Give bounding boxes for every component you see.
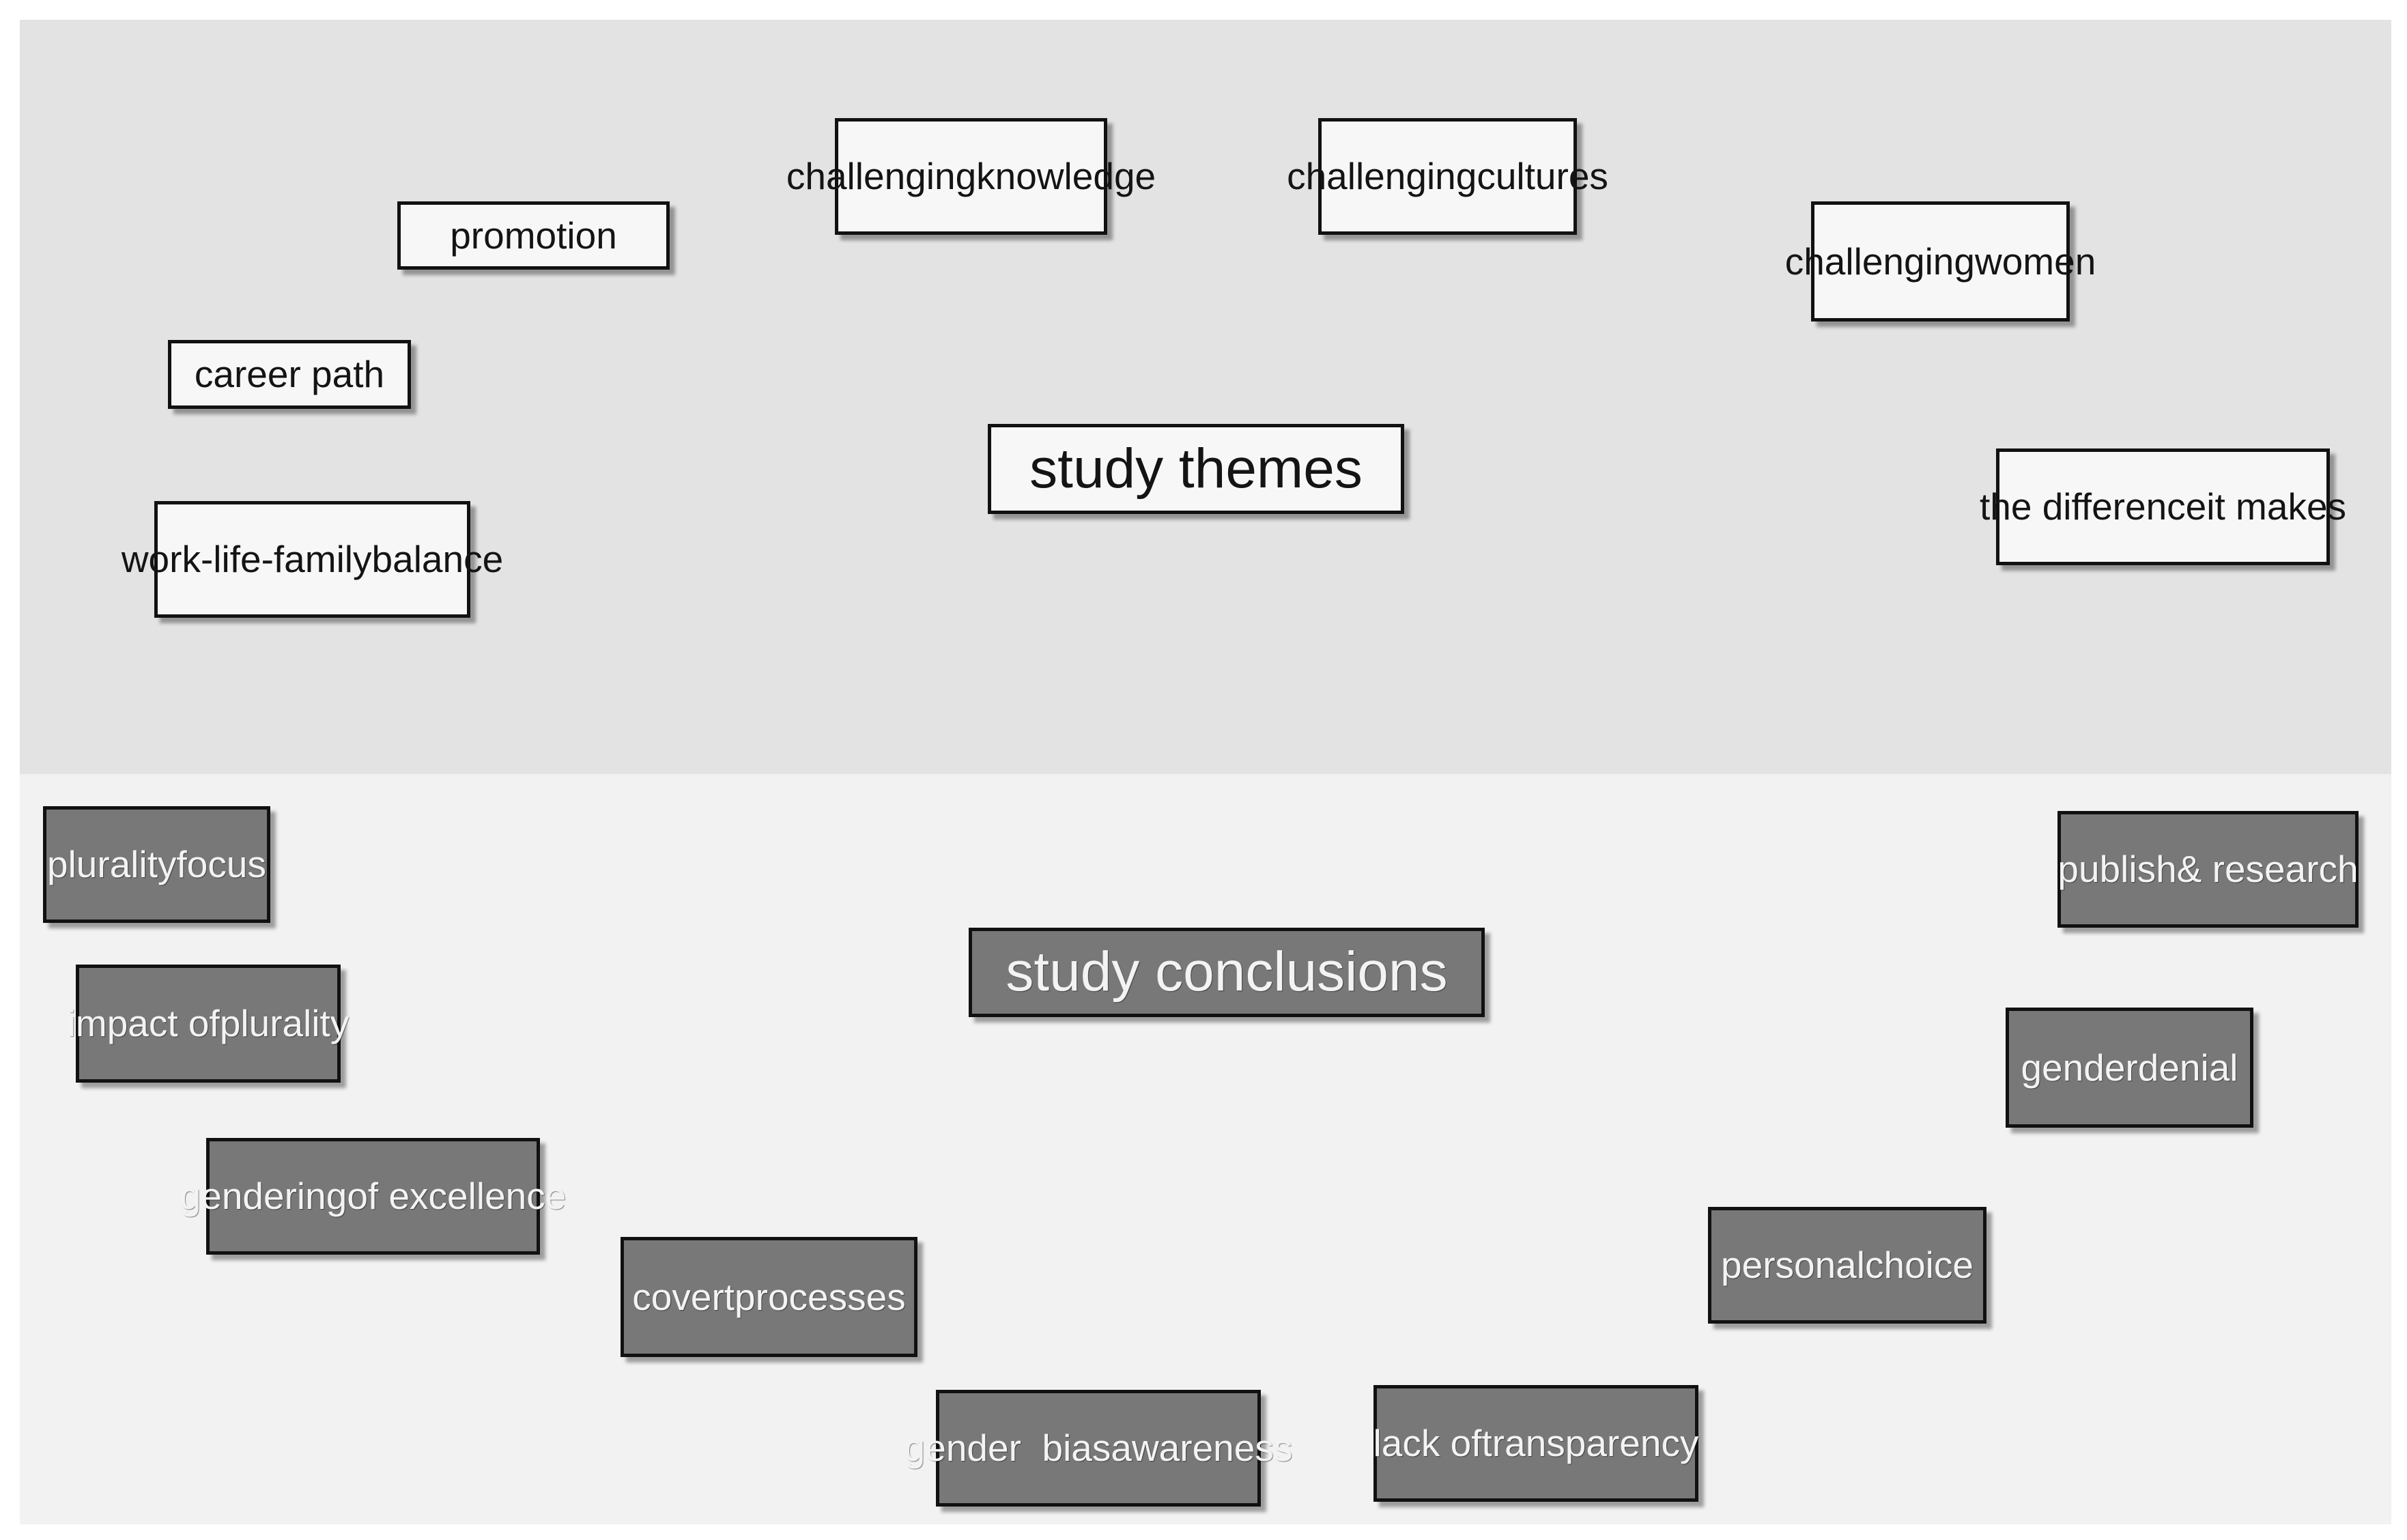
theme-label-line: the difference <box>1979 485 2207 528</box>
conclusion-label-line: covert <box>632 1275 735 1318</box>
theme-label-line: cultures <box>1477 155 1608 198</box>
study-themes-panel <box>20 20 2391 774</box>
conclusion-label-line: denial <box>2137 1046 2238 1089</box>
conclusion-box-plurality-focus: plurality focus <box>43 806 270 923</box>
theme-label-line: work-life-family <box>121 538 372 581</box>
conclusion-box-publish-research: publish & research <box>2057 811 2359 928</box>
conclusion-label-line: plurality <box>47 843 177 886</box>
theme-label-line: balance <box>371 538 504 581</box>
study-conclusions-center-label: study conclusions <box>1006 941 1448 1003</box>
theme-box-the-difference-it-makes: the difference it makes <box>1980 448 2346 565</box>
conclusion-label-line: awareness <box>1111 1427 1293 1470</box>
conclusion-label-line: gender bias <box>904 1427 1111 1470</box>
theme-label-line: career path <box>194 353 385 396</box>
conclusion-label-line: focus <box>176 843 266 886</box>
conclusion-box-lack-of-transparency: lack of transparency <box>1373 1385 1698 1502</box>
theme-label-line: challenging <box>1784 240 1975 283</box>
conclusion-label-line: & research <box>2176 848 2359 891</box>
conclusion-label-line: publish <box>2057 848 2177 891</box>
conclusion-label-line: transparency <box>1481 1422 1699 1465</box>
conclusion-label-line: impact of <box>67 1002 220 1045</box>
conclusion-box-gender-bias-awareness: gender bias awareness <box>905 1390 1292 1507</box>
conclusion-box-personal-choice: personal choice <box>1708 1207 1986 1324</box>
conclusion-box-covert-processes: covert processes <box>621 1237 917 1357</box>
theme-label-line: promotion <box>450 214 617 257</box>
theme-box-challenging-cultures: challenging cultures <box>1287 118 1608 235</box>
conclusion-label-line: of excellence <box>347 1175 567 1218</box>
study-themes-center-label: study themes <box>1029 437 1363 500</box>
conclusion-box-gendering-of-excellence: gendering of excellence <box>180 1138 566 1255</box>
theme-label-line: it makes <box>2206 485 2347 528</box>
study-conclusions-center-box: study conclusions <box>969 928 1485 1017</box>
theme-box-challenging-women: challenging women <box>1785 201 2096 322</box>
study-themes-center-box: study themes <box>988 424 1404 514</box>
theme-box-promotion: promotion <box>397 201 670 270</box>
conclusion-label-line: choice <box>1865 1244 1974 1287</box>
theme-label-line: challenging <box>1287 155 1477 198</box>
conclusion-label-line: gendering <box>180 1175 347 1218</box>
conclusion-label-line: personal <box>1721 1244 1865 1287</box>
conclusion-label-line: gender <box>2021 1046 2138 1089</box>
conclusion-label-line: lack of <box>1373 1422 1482 1465</box>
conclusion-label-line: plurality <box>219 1002 350 1045</box>
conclusion-label-line: processes <box>735 1275 906 1318</box>
conclusion-box-impact-of-plurality: impact of plurality <box>68 965 349 1083</box>
theme-label-line: knowledge <box>976 155 1156 198</box>
theme-box-work-life-family-balance: work-life-family balance <box>122 501 503 618</box>
theme-box-challenging-knowledge: challenging knowledge <box>786 118 1156 235</box>
theme-label-line: challenging <box>786 155 977 198</box>
theme-box-career-path: career path <box>168 340 411 409</box>
theme-label-line: women <box>1974 240 2096 283</box>
conclusion-box-gender-denial: gender denial <box>2006 1008 2253 1128</box>
